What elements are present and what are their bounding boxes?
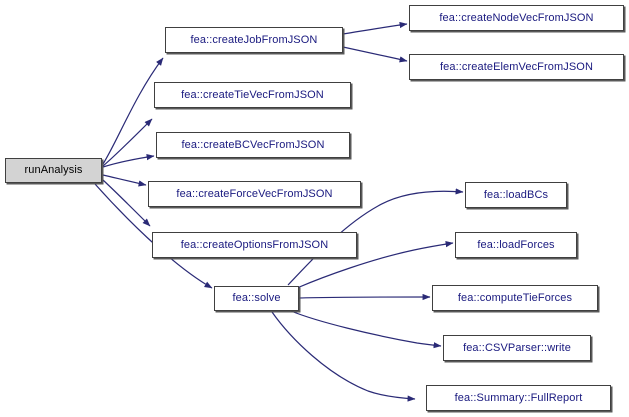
call-edge-runAnalysis-to-createForceVec	[102, 174, 147, 187]
call-edge-runAnalysis-to-createOptions	[102, 179, 151, 227]
node-loadBCs[interactable]: fea::loadBCs	[465, 182, 567, 208]
node-createElemVec[interactable]: fea::createElemVecFromJSON	[409, 54, 624, 80]
node-solve[interactable]: fea::solve	[214, 286, 299, 311]
node-csvWrite[interactable]: fea::CSVParser::write	[443, 335, 591, 361]
node-createNodeVec[interactable]: fea::createNodeVecFromJSON	[409, 5, 624, 31]
node-createJobFromJSON[interactable]: fea::createJobFromJSON	[165, 27, 343, 53]
node-computeTieForces[interactable]: fea::computeTieForces	[432, 285, 598, 311]
call-edge-createJobFromJSON-to-createNodeVec	[342, 21, 408, 35]
node-loadForces[interactable]: fea::loadForces	[455, 232, 577, 258]
node-createForceVec[interactable]: fea::createForceVecFromJSON	[148, 181, 361, 207]
call-edge-runAnalysis-to-createJobFromJSON	[102, 57, 164, 165]
node-createOptions[interactable]: fea::createOptionsFromJSON	[152, 232, 357, 258]
call-edge-solve-to-fullReport	[271, 311, 416, 402]
edge-group	[94, 21, 464, 402]
node-createBCVec[interactable]: fea::createBCVecFromJSON	[156, 132, 350, 158]
call-edge-solve-to-csvWrite	[290, 310, 442, 349]
call-edge-createJobFromJSON-to-createElemVec	[342, 46, 408, 63]
call-edge-solve-to-computeTieForces	[298, 293, 431, 301]
node-runAnalysis: runAnalysis	[5, 158, 102, 183]
call-edge-runAnalysis-to-createBCVec	[102, 154, 155, 168]
call-edge-runAnalysis-to-createTieVec	[102, 118, 153, 167]
node-createTieVec[interactable]: fea::createTieVecFromJSON	[154, 82, 351, 108]
node-fullReport[interactable]: fea::Summary::FullReport	[426, 385, 611, 411]
